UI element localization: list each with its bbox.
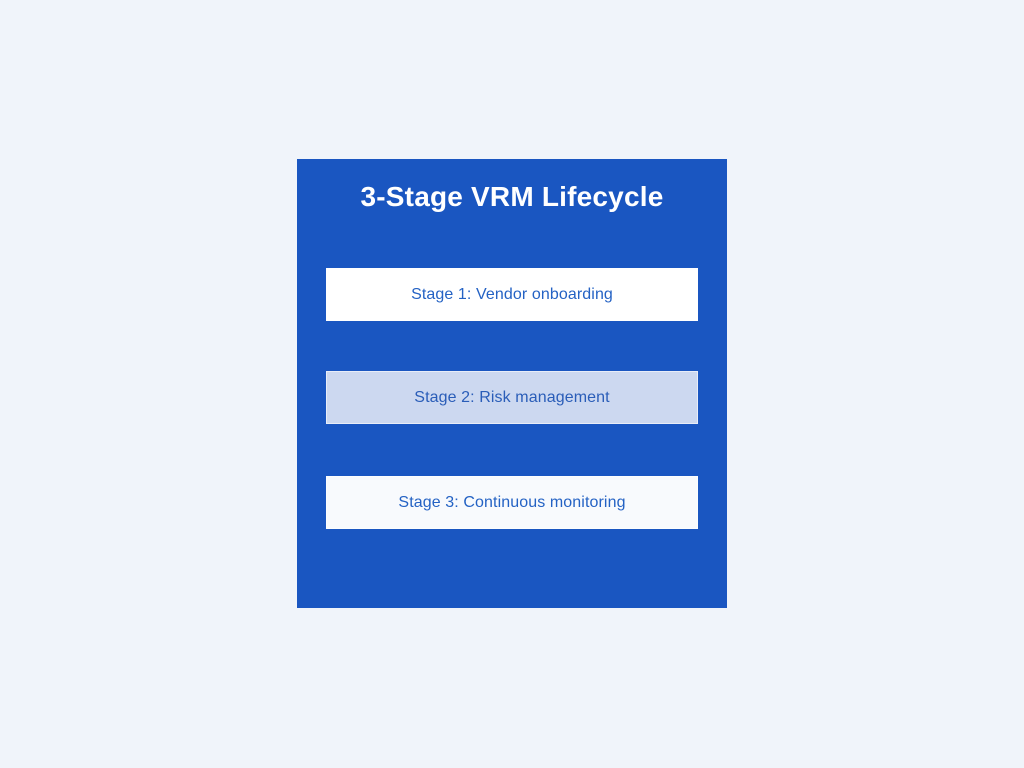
page-title: 3-Stage VRM Lifecycle: [360, 181, 664, 212]
stage-3-box[interactable]: Stage 3: Continuous monitoring: [326, 476, 698, 529]
stage-2-box[interactable]: Stage 2: Risk management: [326, 371, 698, 424]
lifecycle-panel: 3-Stage VRM Lifecycle Stage 1: Vendor on…: [297, 159, 727, 608]
stage-1-box[interactable]: Stage 1: Vendor onboarding: [326, 268, 698, 321]
